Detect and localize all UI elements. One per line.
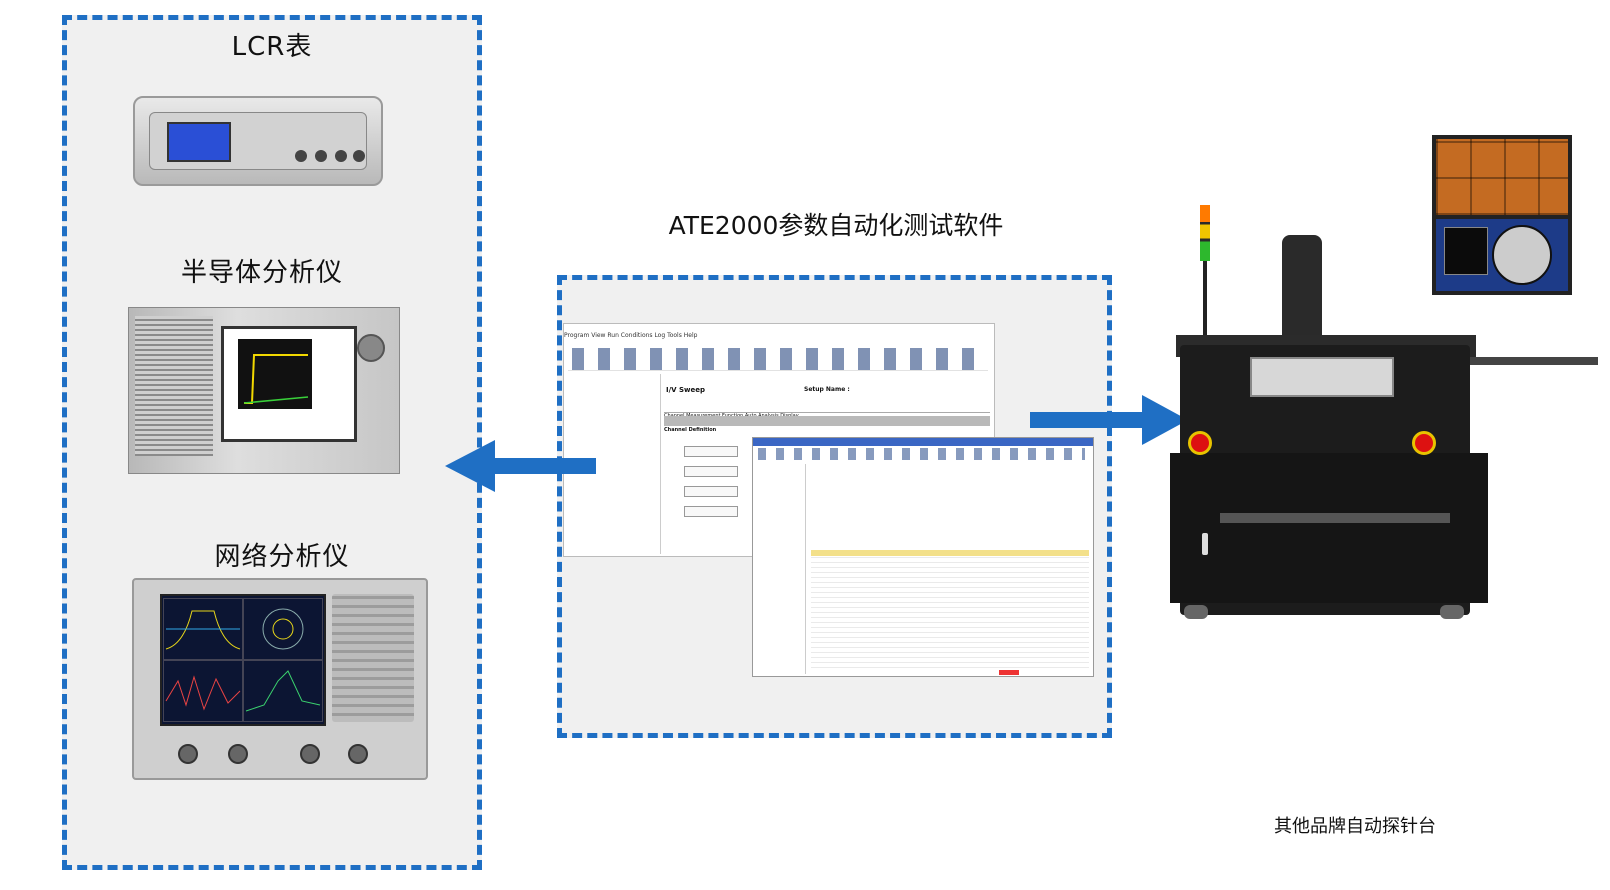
control-monitor [1432,215,1572,295]
sweep-tabs: Channel Measurement Function Auto Analys… [664,402,990,419]
vna-keypad [332,594,414,722]
status-light-tower [1200,205,1210,261]
monitor-wafer-map [1492,225,1552,285]
cabinet-handle [1202,533,1208,555]
vna-port [348,744,368,764]
lcr-meter-title: LCR表 [231,32,313,62]
analyzer-vents [135,316,213,456]
analyzer-screen [221,326,357,442]
iv-plot [238,339,312,409]
vna-screen [160,594,326,726]
channel-definition-bar: Channel Definition [664,416,990,433]
analyzer-knob [357,334,385,362]
microscope [1282,235,1322,345]
semiconductor-analyzer-image [128,307,400,474]
vna-trace-window [243,660,323,722]
station-drawer [1220,513,1450,523]
station-viewport [1250,357,1394,397]
emergency-stop-button [1188,431,1212,455]
lcr-screen [167,122,231,162]
channel-field [684,446,738,457]
software-menubar: Program View Run Conditions Log Tools He… [564,332,698,339]
software-toolbar [568,348,988,371]
probe-station-title: 其他品牌自动探针台 [1274,816,1436,837]
vna-trace-window [163,598,243,660]
vna-port [178,744,198,764]
lcr-connector [335,150,347,162]
software-title: ATE2000参数自动化测试软件 [668,211,1004,240]
result-status-indicator [999,670,1019,675]
arrow-left-shaft [490,458,596,474]
station-foot [1184,605,1208,619]
monitor-grid [1444,227,1488,275]
sweep-panel-title: I/V Sweep [666,386,706,394]
light-tower-stand [1203,261,1207,351]
result-toolbar [755,448,1085,460]
wafer-view-monitor [1432,135,1572,219]
arrow-left-head [445,440,495,492]
result-table [811,556,1089,672]
keyboard-tray [1470,357,1598,365]
channel-field [684,506,738,517]
result-titlebar [753,438,1093,446]
result-sidebar [753,464,806,674]
lcr-connector [353,150,365,162]
station-foot [1440,605,1464,619]
program-tree [564,374,661,554]
software-result-screenshot [752,437,1094,677]
arrow-right-head [1142,395,1188,445]
network-analyzer-title: 网络分析仪 [214,542,350,572]
network-analyzer-image [132,578,428,780]
vna-port [300,744,320,764]
result-table-header [811,550,1089,556]
arrow-right-shaft [1030,412,1146,428]
vna-trace-window [163,660,243,722]
lcr-connector [295,150,307,162]
semiconductor-analyzer-title: 半导体分析仪 [180,258,343,288]
vna-port [228,744,248,764]
station-base [1170,453,1488,603]
probe-station-image [1170,135,1600,655]
setup-name-label: Setup Name : [804,386,850,393]
lcr-meter-image [133,96,383,186]
channel-field [684,486,738,497]
channel-field [684,466,738,477]
emergency-stop-button [1412,431,1436,455]
channel-definition-label: Channel Definition [664,427,717,433]
lcr-connector [315,150,327,162]
vna-smith-chart [243,598,323,660]
sweep-pane: I/V Sweep Setup Name : Channel Measureme… [664,384,990,554]
